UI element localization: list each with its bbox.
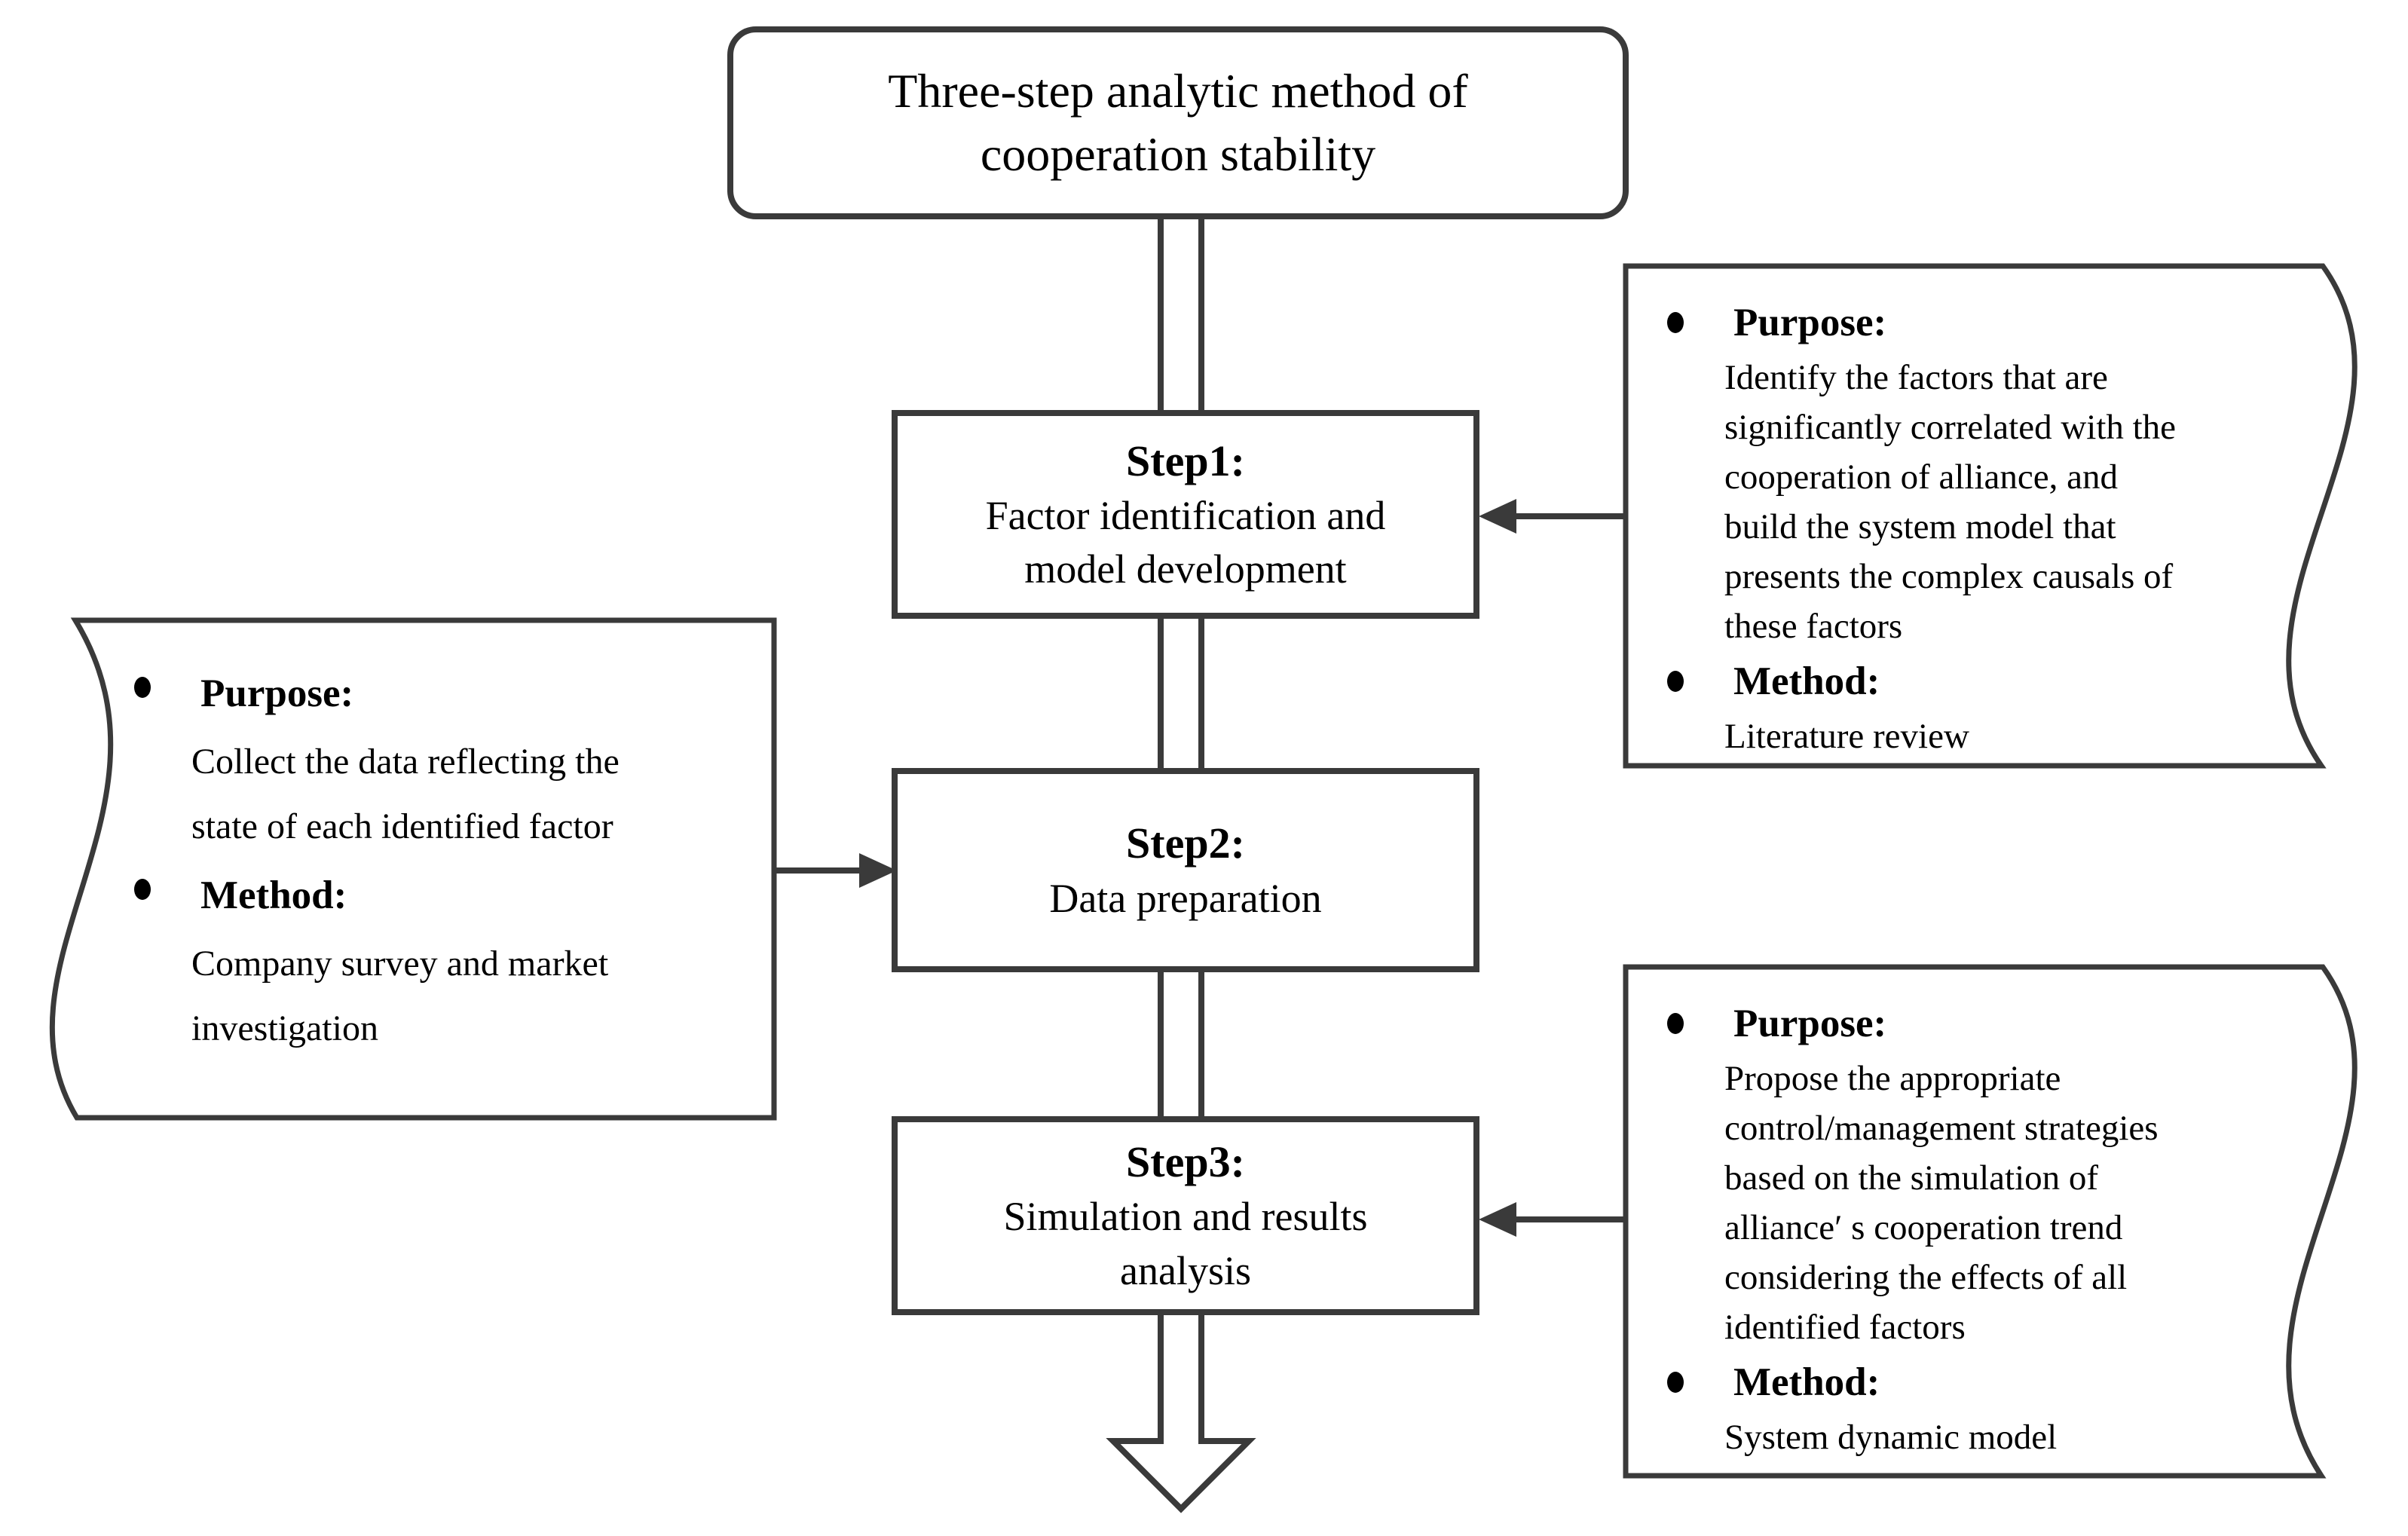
step2-heading: Step2: bbox=[1126, 818, 1245, 868]
step2-box: Step2: Data preparation bbox=[892, 768, 1479, 972]
note-step2-purpose: Purpose: Collect the data reflecting the… bbox=[134, 657, 771, 859]
note-flag-step1 bbox=[1623, 263, 2358, 769]
note-step3-method: Method: System dynamic model bbox=[1667, 1352, 2349, 1462]
connector-arrowhead-step1 bbox=[1479, 499, 1516, 534]
bullet-icon bbox=[1667, 1013, 1684, 1034]
connector-arrowhead-step2 bbox=[859, 853, 897, 888]
method-heading: Method: bbox=[1733, 659, 1880, 703]
note-step2-method: Method: Company survey and market invest… bbox=[134, 859, 771, 1061]
purpose-heading: Purpose: bbox=[1733, 301, 1887, 344]
step3-box: Step3: Simulation and results analysis bbox=[892, 1116, 1479, 1315]
method-body: System dynamic model bbox=[1724, 1418, 2058, 1457]
bullet-icon bbox=[1667, 1372, 1684, 1393]
purpose-body: Propose the appropriate control/manageme… bbox=[1724, 1059, 2159, 1347]
purpose-body: Identify the factors that are significan… bbox=[1724, 358, 2177, 646]
step2-label: Data preparation bbox=[1049, 875, 1322, 921]
note-step2: Purpose: Collect the data reflecting the… bbox=[134, 657, 771, 1061]
bullet-icon bbox=[134, 879, 151, 900]
purpose-body: Collect the data reflecting the state of… bbox=[191, 742, 620, 846]
step1-label: Factor identification and model developm… bbox=[985, 492, 1386, 592]
bullet-icon bbox=[134, 677, 151, 698]
step1-box: Step1: Factor identification and model d… bbox=[892, 410, 1479, 619]
step3-heading: Step3: bbox=[1126, 1137, 1245, 1187]
purpose-heading: Purpose: bbox=[1733, 1002, 1887, 1045]
flowchart-title-box: Three-step analytic method of cooperatio… bbox=[727, 26, 1629, 219]
note-step3: Purpose: Propose the appropriate control… bbox=[1667, 993, 2349, 1462]
flowchart-title: Three-step analytic method of cooperatio… bbox=[888, 63, 1468, 181]
purpose-heading: Purpose: bbox=[200, 672, 354, 715]
method-body: Literature review bbox=[1724, 717, 1969, 756]
note-step1-purpose: Purpose: Identify the factors that are s… bbox=[1667, 292, 2349, 651]
note-flag-step2 bbox=[49, 617, 777, 1121]
connector-arrowhead-step3 bbox=[1479, 1202, 1516, 1237]
step1-heading: Step1: bbox=[1126, 436, 1245, 485]
method-heading: Method: bbox=[1733, 1360, 1880, 1404]
bullet-icon bbox=[1667, 312, 1684, 333]
note-step3-purpose: Purpose: Propose the appropriate control… bbox=[1667, 993, 2349, 1352]
vertical-flow-arrow bbox=[1106, 217, 1256, 1513]
step3-label: Simulation and results analysis bbox=[1003, 1194, 1368, 1293]
note-flag-step3 bbox=[1623, 964, 2358, 1479]
note-step1: Purpose: Identify the factors that are s… bbox=[1667, 292, 2349, 761]
note-step1-method: Method: Literature review bbox=[1667, 651, 2349, 761]
bullet-icon bbox=[1667, 671, 1684, 692]
method-body: Company survey and market investigation bbox=[191, 944, 609, 1048]
method-heading: Method: bbox=[200, 874, 347, 917]
